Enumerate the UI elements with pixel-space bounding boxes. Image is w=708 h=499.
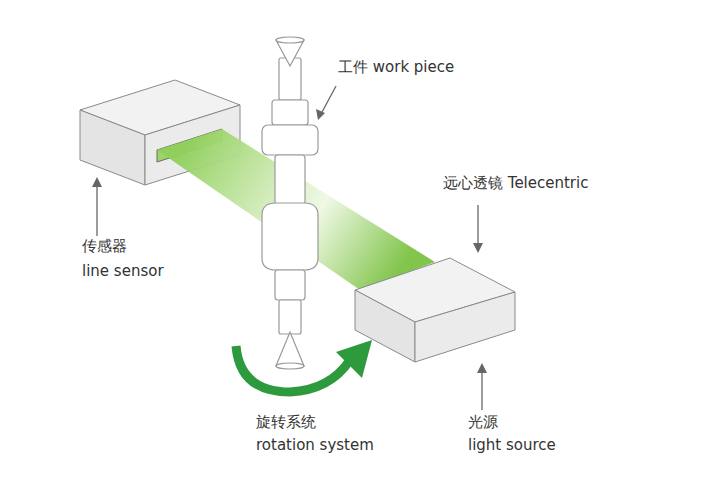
part-label: 旋转系统 (256, 413, 316, 431)
part-label: line sensor (82, 262, 164, 280)
part-label: 光源 (468, 413, 498, 431)
part-label: 工件 work piece (338, 58, 454, 76)
part-label: 传感器 (82, 237, 127, 255)
work-piece (262, 37, 318, 369)
part-label: light source (468, 436, 556, 454)
part-label: rotation system (256, 436, 374, 454)
light-source-box (355, 258, 515, 362)
rotation-arrow (236, 340, 372, 392)
leader-arrows (92, 86, 487, 410)
part-label: 远心透镜 Telecentric (443, 174, 588, 192)
